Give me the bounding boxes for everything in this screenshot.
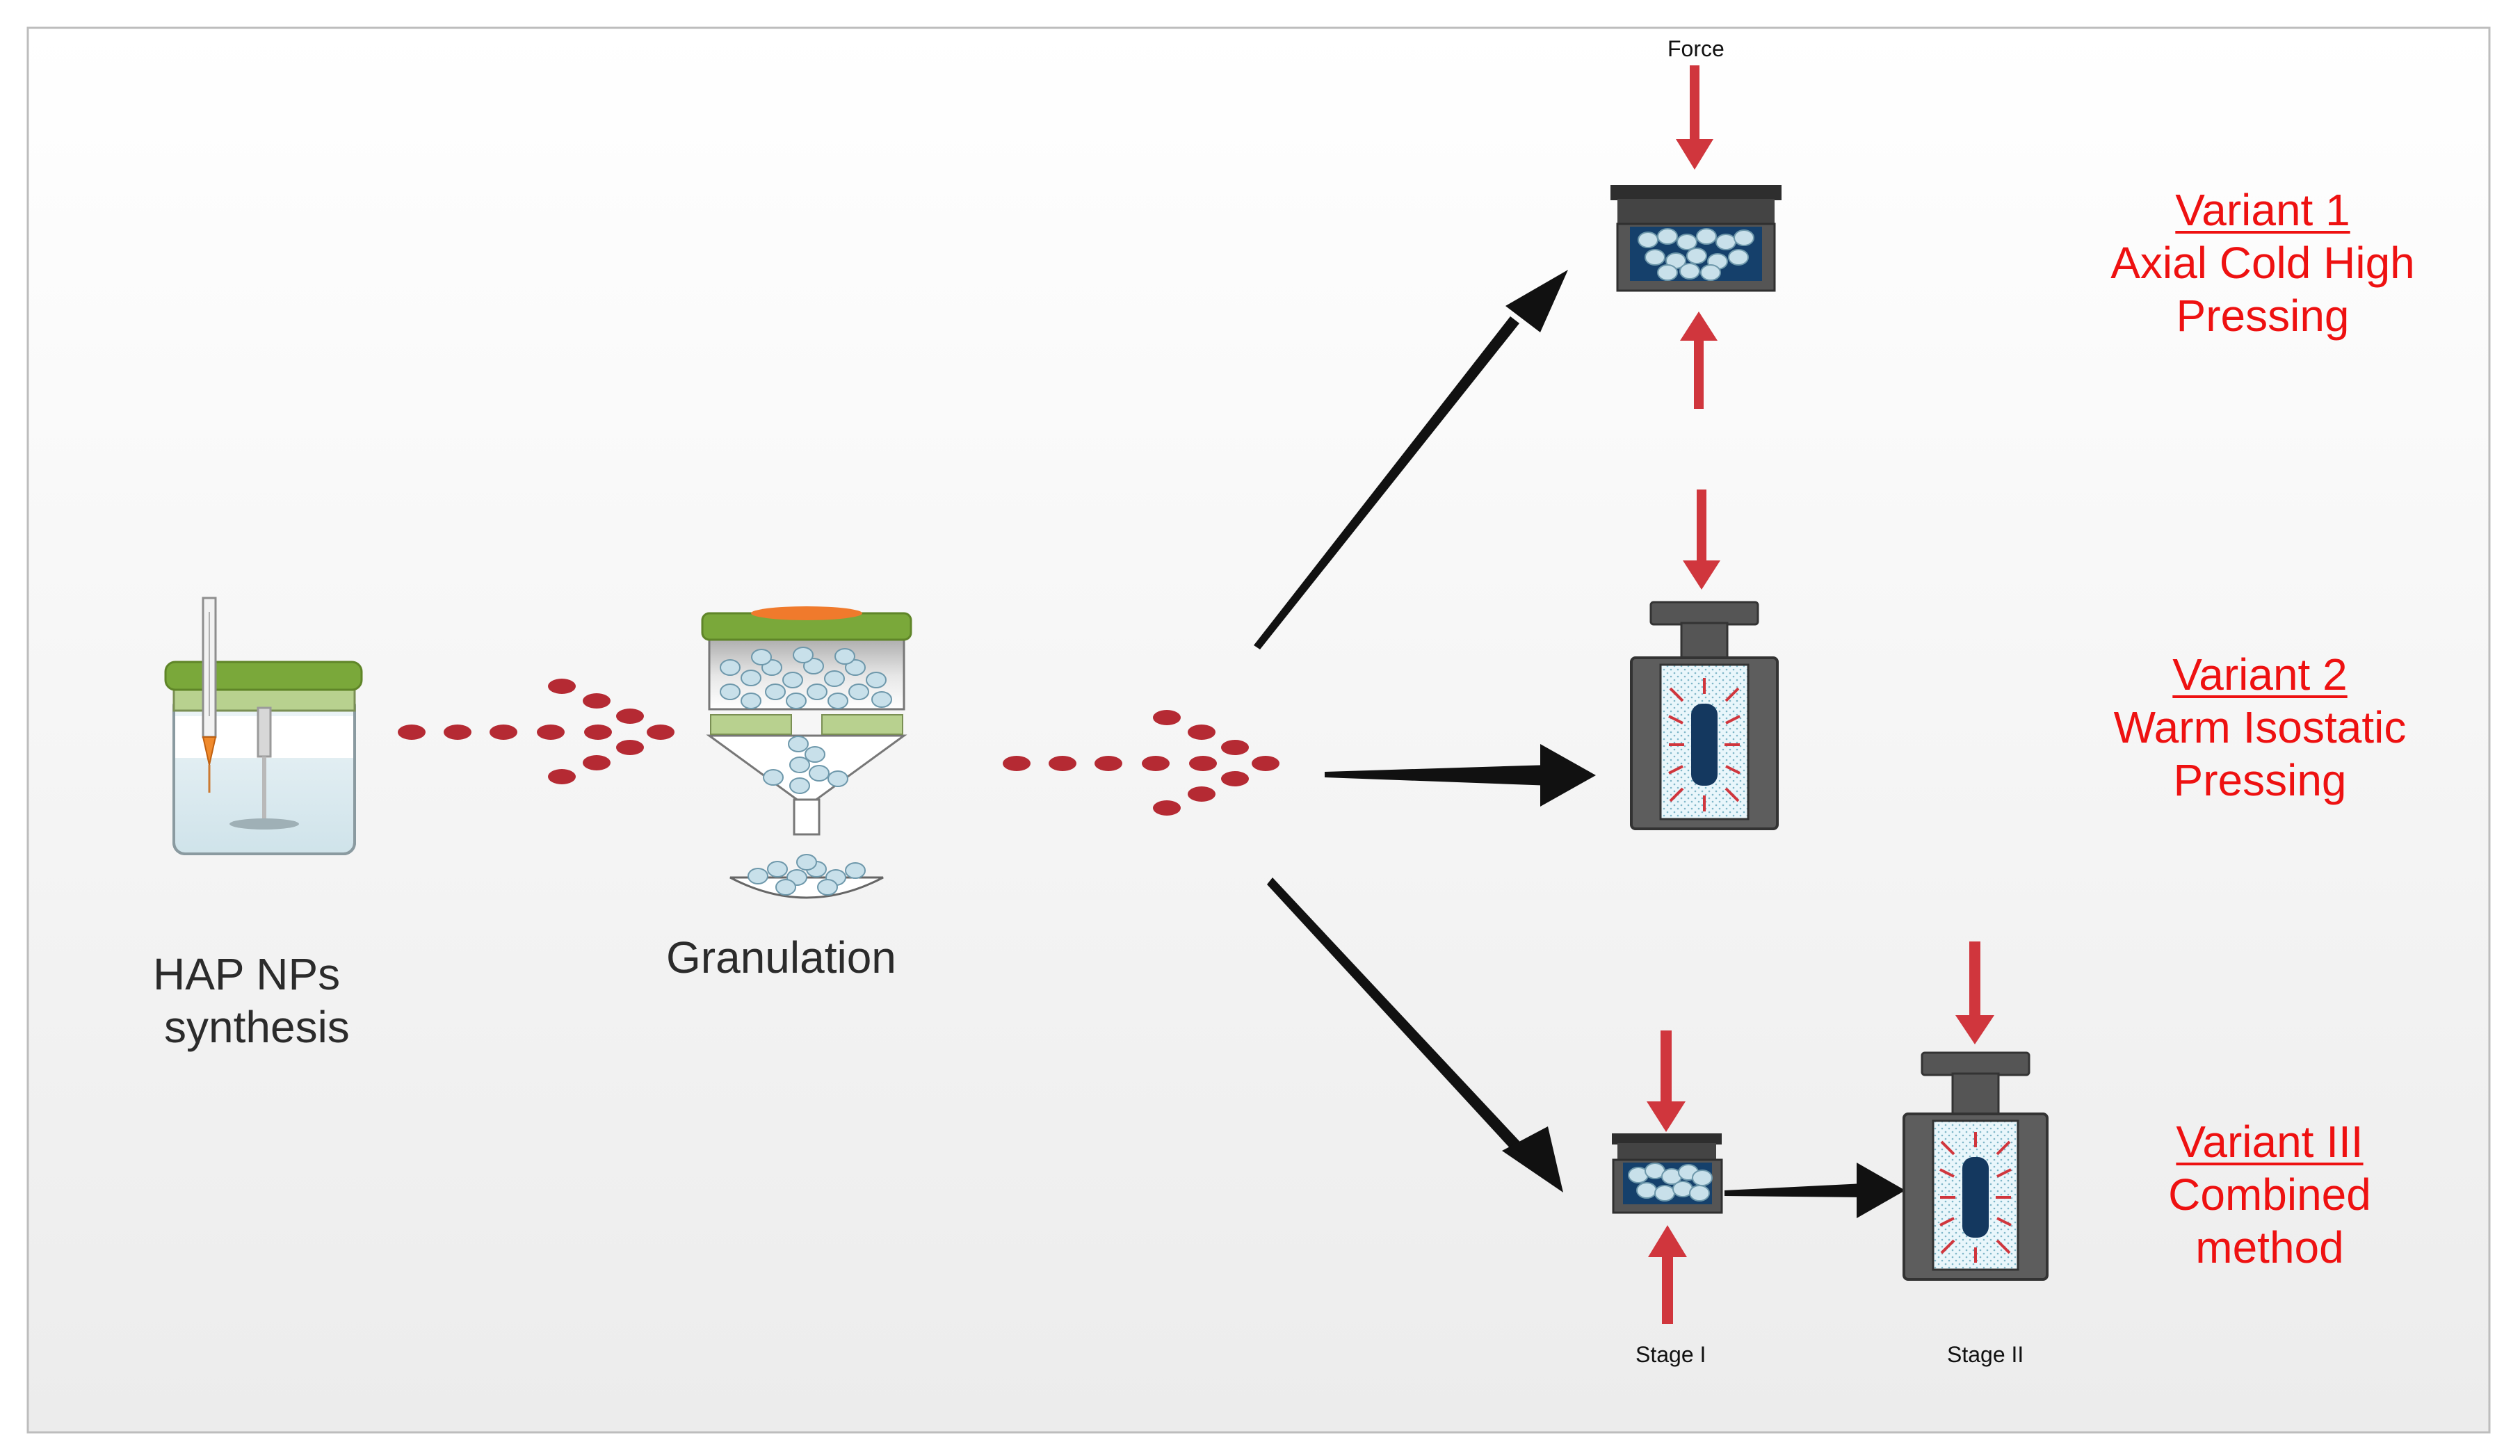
- synthesis-label: HAP NPs synthesis: [153, 948, 350, 1053]
- flow-dots-2: [1003, 710, 1279, 816]
- variant-1-title: Variant 1: [2175, 185, 2350, 235]
- stage2-label: Stage II: [1947, 1342, 2024, 1367]
- variant-1-label: Variant 1 Axial Cold High Pressing: [2068, 184, 2457, 342]
- granulation-label: Granulation: [666, 932, 896, 982]
- axial-press-icon: [1610, 185, 1782, 292]
- granulator-icon: [701, 606, 912, 899]
- arrow-to-variant-1: [1254, 316, 1519, 649]
- variant-1-line1: Axial Cold High: [2110, 238, 2415, 288]
- variant-3-line1: Combined: [2168, 1170, 2371, 1220]
- variant-3-title: Variant III: [2176, 1117, 2364, 1167]
- variant-2-title: Variant 2: [2172, 649, 2348, 699]
- arrow-to-variant-3: [1267, 877, 1528, 1159]
- force-arrows: [1647, 65, 1994, 1324]
- isostatic-press-icon: [1630, 601, 1779, 830]
- variant-2-line2: Pressing: [2173, 755, 2347, 805]
- variant-3-line2: method: [2195, 1222, 2344, 1272]
- variant-2-label: Variant 2 Warm Isostatic Pressing: [2065, 648, 2455, 807]
- arrow-to-variant-2: [1325, 765, 1552, 786]
- stage1-label: Stage I: [1635, 1342, 1706, 1367]
- variant-3-label: Variant III Combined method: [2075, 1115, 2464, 1274]
- flow-dots-1: [398, 679, 675, 784]
- stage1-press-icon: [1612, 1133, 1723, 1214]
- beaker-icon: [164, 597, 363, 855]
- variant-1-line2: Pressing: [2176, 291, 2350, 341]
- force-label: Force: [1667, 36, 1725, 61]
- branch-arrows: [1254, 270, 1905, 1218]
- diagram-frame: [26, 26, 2491, 1434]
- synthesis-label-line1: HAP NPs: [153, 949, 341, 999]
- variant-2-line1: Warm Isostatic: [2113, 702, 2407, 752]
- arrow-stage1-to-stage2: [1725, 1183, 1864, 1197]
- stage2-press-icon: [1903, 1051, 2049, 1281]
- synthesis-label-line2: synthesis: [164, 1001, 350, 1052]
